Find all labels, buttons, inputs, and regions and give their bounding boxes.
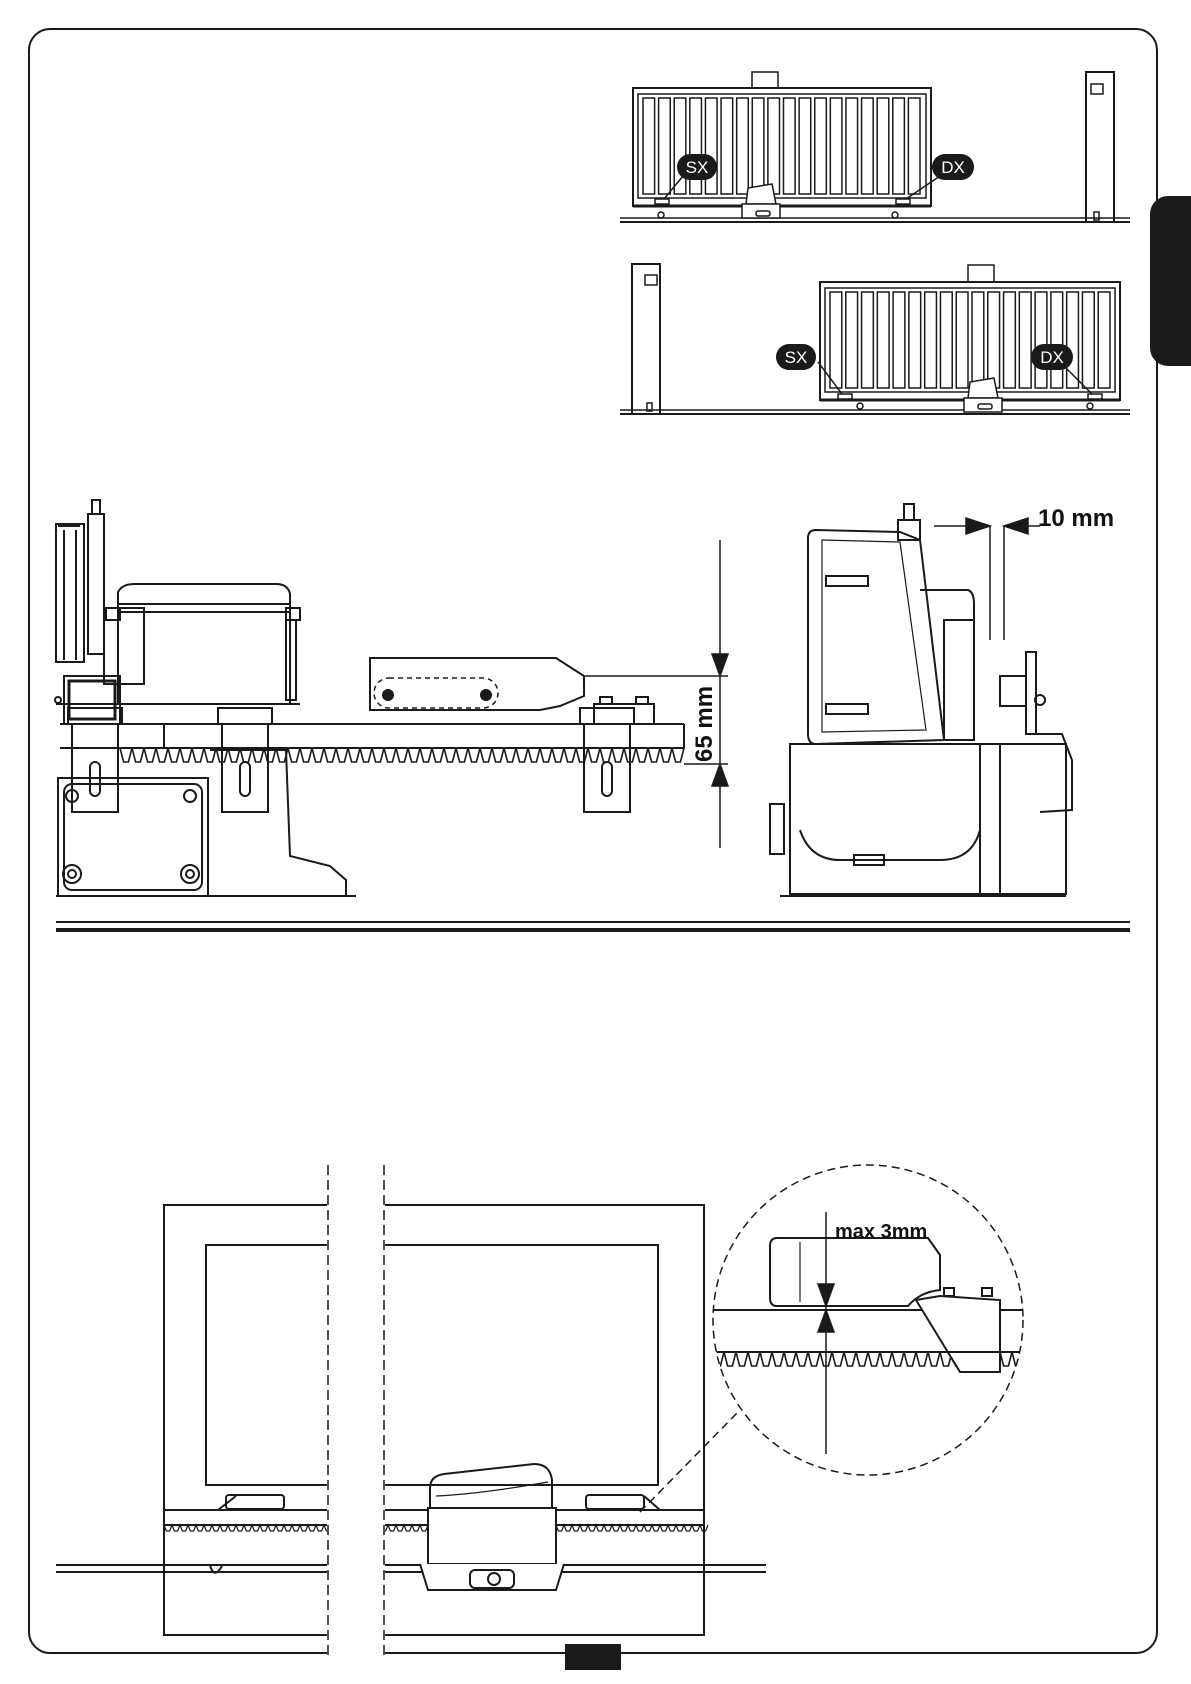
- svg-text:DX: DX: [1040, 348, 1064, 367]
- dimension-65mm-label: 65 mm: [691, 686, 718, 762]
- gate-diagram-second: [620, 264, 1130, 414]
- label-dx-top: DX: [932, 154, 974, 180]
- gate-bar: [830, 292, 842, 388]
- gate-bar: [721, 98, 733, 194]
- gate-bar: [784, 98, 796, 194]
- rack-bracket: [222, 724, 268, 812]
- gate-bar: [908, 98, 920, 194]
- svg-text:SX: SX: [686, 158, 709, 177]
- gate-bar: [815, 98, 827, 194]
- gate-front-view: [56, 1205, 766, 1635]
- motor-front-view: [770, 504, 1072, 896]
- gate-bar: [862, 98, 874, 194]
- detail-lens: [700, 1165, 1048, 1475]
- gate-bar: [1004, 292, 1016, 388]
- gate-bar: [830, 98, 842, 194]
- gate-bar: [768, 98, 780, 194]
- gate-bar: [846, 98, 858, 194]
- gate-bar: [862, 292, 874, 388]
- gate-bar: [877, 98, 889, 194]
- gate-bar: [1098, 292, 1110, 388]
- rack-bracket: [584, 724, 630, 812]
- gate-bar: [799, 98, 811, 194]
- gate-bar: [956, 292, 968, 388]
- gate-bar: [988, 292, 1000, 388]
- gate-bar: [925, 292, 937, 388]
- motor-rack-side-view: [55, 500, 684, 896]
- bracket-slot: [240, 762, 250, 796]
- gate-diagram-top: [620, 72, 1130, 222]
- label-sx-top: SX: [677, 154, 717, 180]
- lens-leader-line: [640, 1412, 738, 1512]
- gate-bars: [643, 98, 920, 194]
- svg-text:DX: DX: [941, 158, 965, 177]
- gate-bar: [1035, 292, 1047, 388]
- gate-bar: [846, 292, 858, 388]
- gate-bar: [972, 292, 984, 388]
- section-separator: [56, 922, 1130, 930]
- gate-bar: [659, 98, 671, 194]
- gate-bar: [877, 292, 889, 388]
- gate-bar: [940, 292, 952, 388]
- dimension-10mm: [934, 518, 1040, 640]
- label-sx-second: SX: [776, 344, 816, 370]
- dimension-10mm-label: 10 mm: [1038, 505, 1114, 532]
- break-gap: [327, 1165, 385, 1655]
- gate-bar: [893, 292, 905, 388]
- max-3mm-label: max 3mm: [835, 1221, 927, 1243]
- gate-bar: [1082, 292, 1094, 388]
- gate-bars: [830, 292, 1110, 388]
- gate-bar: [909, 292, 921, 388]
- svg-text:SX: SX: [785, 348, 808, 367]
- rack-bracket: [72, 724, 118, 812]
- gate-bar: [1019, 292, 1031, 388]
- gate-bar: [893, 98, 905, 194]
- label-dx-second: DX: [1031, 344, 1073, 370]
- gate-bar: [752, 98, 764, 194]
- gate-bar: [643, 98, 655, 194]
- gate-bar: [1051, 292, 1063, 388]
- bracket-slot: [602, 762, 612, 796]
- gate-bar: [737, 98, 749, 194]
